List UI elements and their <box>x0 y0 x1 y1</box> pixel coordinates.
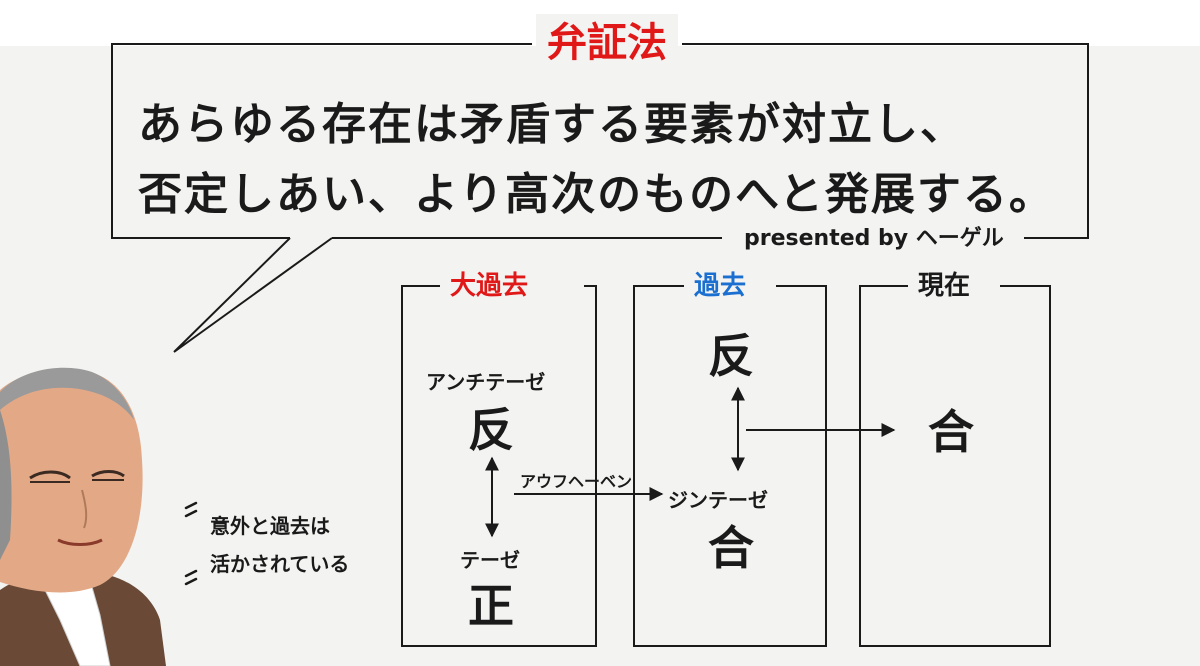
thesis-kanji: 正 <box>468 579 514 633</box>
quote-line-2: 否定しあい、より高次のものへと発展する。 <box>138 169 1055 220</box>
column-box-1 <box>401 285 597 647</box>
antithesis-label: アンチテーゼ <box>426 370 546 394</box>
column-title-present: 現在 <box>908 269 981 303</box>
synthesis-kanji-col3: 合 <box>928 405 974 459</box>
aufheben-label: アウフヘーベン <box>520 472 633 491</box>
column-title-past: 過去 <box>684 269 757 303</box>
quote-line-1: あらゆる存在は矛盾する要素が対立し、 <box>138 99 966 150</box>
speech-bubble-frame <box>111 43 1089 353</box>
background-band <box>0 46 1200 666</box>
column-title-past-perfect: 大過去 <box>440 269 539 303</box>
antithesis-kanji-col2: 反 <box>708 329 754 383</box>
attribution: presented by ヘーゲル <box>736 224 1012 254</box>
synthesis-kanji-col2: 合 <box>708 521 754 575</box>
antithesis-kanji-col1: 反 <box>468 403 514 457</box>
synthesis-label: ジンテーゼ <box>668 488 768 512</box>
column-box-2 <box>633 285 827 647</box>
frame-title: 弁証法 <box>536 14 678 72</box>
speech-marks <box>184 501 198 586</box>
speech-line-1: 意外と過去は <box>210 514 330 538</box>
column-box-3 <box>859 285 1051 647</box>
speech-line-2: 活かされている <box>210 552 350 576</box>
thesis-label: テーゼ <box>460 548 520 572</box>
hegel-illustration <box>0 367 166 666</box>
